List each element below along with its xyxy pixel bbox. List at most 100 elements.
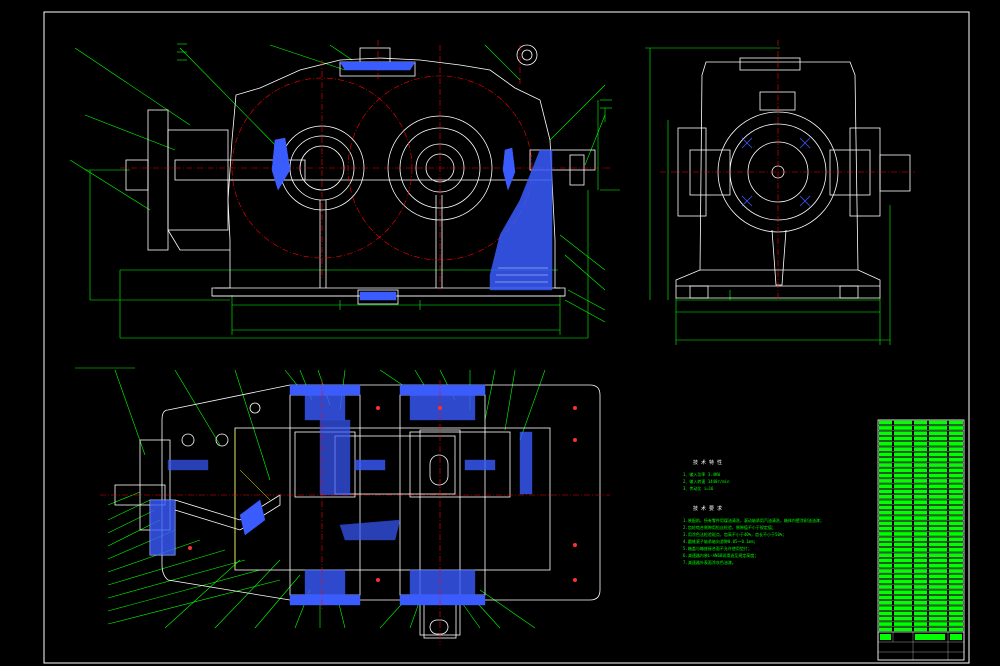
parts-list-cell (929, 489, 947, 494)
parts-list-cell (894, 542, 912, 547)
parts-list-cell (879, 627, 892, 632)
title-block (877, 419, 965, 661)
parts-list-cell (914, 473, 927, 478)
parts-list-cell (929, 468, 947, 473)
parts-list-cell (894, 590, 912, 595)
parts-list-cell (914, 532, 927, 536)
parts-list-cell (914, 442, 927, 446)
parts-list-cell (894, 505, 912, 510)
parts-list-cell (949, 442, 963, 446)
parts-list-cell (879, 569, 892, 573)
parts-list-cell (914, 510, 927, 515)
parts-list-cell (894, 426, 912, 430)
sheet-frame (43, 11, 970, 664)
parts-list-cell (914, 558, 927, 563)
parts-list-cell (914, 426, 927, 430)
parts-list-cell (949, 606, 963, 610)
parts-list-cell (894, 569, 912, 573)
parts-list-cell (879, 606, 892, 610)
parts-list-cell (914, 505, 927, 510)
parts-list-cell (929, 521, 947, 526)
parts-list-cell (894, 553, 912, 557)
parts-list-cell (949, 452, 963, 457)
parts-list-cell (894, 585, 912, 589)
parts-list-cell (949, 537, 963, 542)
parts-list-cell (914, 579, 927, 584)
parts-list-cell (949, 574, 963, 579)
parts-list-cell (879, 601, 892, 605)
parts-list-cell (929, 585, 947, 589)
parts-list-cell (894, 532, 912, 536)
parts-list-cell (879, 595, 892, 600)
parts-list-cell (914, 601, 927, 605)
technical-notes: 技 术 特 性 1、输入功率 3.4KW 2、输入转速 1440r/min 3、… (683, 460, 833, 566)
parts-list-cell (929, 436, 947, 441)
parts-list-cell (949, 611, 963, 616)
parts-list-cell (929, 505, 947, 510)
parts-list-cell (879, 500, 892, 504)
parts-list-cell (914, 431, 927, 436)
parts-list-cell (949, 526, 963, 531)
parts-list-cell (929, 548, 947, 552)
parts-list-cell (879, 463, 892, 467)
parts-list-cell (949, 558, 963, 563)
tech-characteristic-line: 2、输入转速 1440r/min (683, 479, 730, 484)
parts-list-cell (949, 521, 963, 526)
parts-list-cell (894, 468, 912, 473)
title-cell (915, 634, 945, 640)
parts-list-cell (879, 542, 892, 547)
parts-list-cell (914, 563, 927, 568)
parts-list-cell (914, 574, 927, 579)
parts-list-cell (894, 521, 912, 526)
top-view (75, 367, 610, 645)
parts-list-cell (949, 616, 963, 621)
parts-list-cell (949, 548, 963, 552)
parts-list-cell (894, 595, 912, 600)
parts-list-cell (929, 442, 947, 446)
parts-list-cell (894, 431, 912, 436)
parts-list-cell (879, 484, 892, 489)
parts-list-cell (894, 442, 912, 446)
parts-list-cell (929, 495, 947, 499)
tech-characteristic-line: 3、传动比 i=16 (683, 486, 714, 491)
parts-list-cell (929, 563, 947, 568)
parts-list-cell (914, 468, 927, 473)
parts-list-cell (879, 473, 892, 478)
parts-list-cell (949, 473, 963, 478)
parts-list-cell (914, 479, 927, 483)
parts-list-cell (914, 627, 927, 632)
parts-list-cell (879, 431, 892, 436)
parts-list-cell (949, 585, 963, 589)
parts-list-cell (929, 516, 947, 520)
parts-list-cell (929, 553, 947, 557)
parts-list-cell (929, 484, 947, 489)
parts-list-cell (949, 579, 963, 584)
parts-list-cell (879, 426, 892, 430)
parts-list-cell (879, 526, 892, 531)
parts-list-cell (929, 611, 947, 616)
parts-list-cell (949, 500, 963, 504)
parts-list-cell (914, 500, 927, 504)
tech-requirements-title: 技 术 要 求 (693, 506, 723, 512)
parts-list-cell (929, 457, 947, 462)
parts-list-cell (879, 590, 892, 595)
parts-list-cell (949, 436, 963, 441)
parts-list-cell (879, 510, 892, 515)
parts-list-cell (879, 548, 892, 552)
parts-list-cell (914, 463, 927, 467)
parts-list-cell (879, 457, 892, 462)
parts-list-cell (929, 595, 947, 600)
parts-list-cell (914, 611, 927, 616)
parts-list-cell (914, 447, 927, 451)
parts-list-cell (879, 516, 892, 520)
parts-list-cell (894, 579, 912, 584)
parts-list-cell (894, 574, 912, 579)
parts-list-cell (894, 622, 912, 626)
parts-list-cell (929, 426, 947, 430)
parts-list-cell (949, 595, 963, 600)
parts-list-cell (894, 500, 912, 504)
parts-list-cell (894, 420, 912, 425)
parts-list-cell (894, 463, 912, 467)
parts-list-cell (914, 569, 927, 573)
parts-list-cell (949, 426, 963, 430)
